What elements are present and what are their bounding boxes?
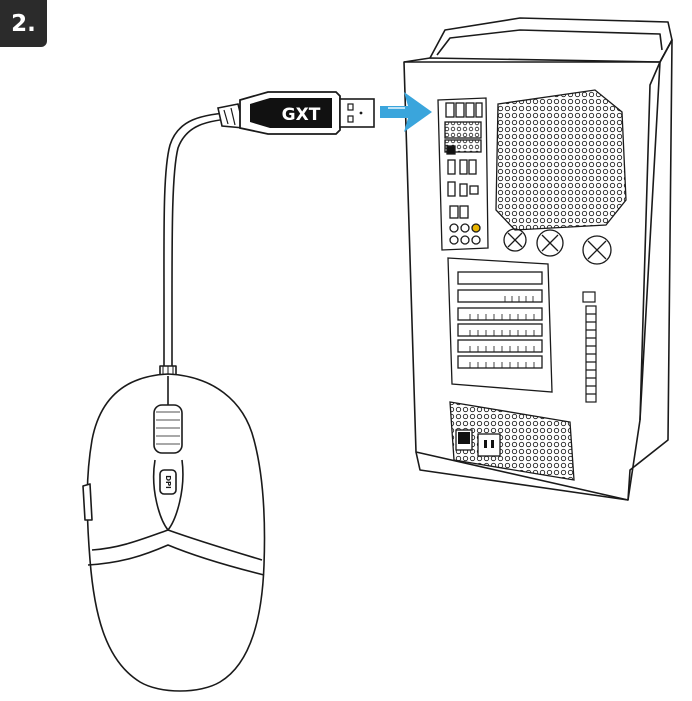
tower-back-panel <box>403 61 661 501</box>
expansion-slots <box>447 257 553 393</box>
io-shield <box>437 97 489 251</box>
side-vent-strip <box>582 291 597 403</box>
dpi-button <box>159 469 177 495</box>
tower-top-handle <box>429 17 673 63</box>
usb-brand-label: GXT <box>282 105 321 125</box>
arrow-right-icon <box>380 92 432 132</box>
step-number-badge: 2. <box>0 0 47 47</box>
power-supply <box>449 401 575 481</box>
round-vents <box>503 228 612 265</box>
usb-port <box>445 102 455 118</box>
fan-mesh <box>495 89 627 231</box>
dpi-button-label: DPI <box>164 475 172 489</box>
gaming-mouse <box>82 365 266 692</box>
tower-side-panel <box>627 39 673 501</box>
pc-tower <box>403 17 673 501</box>
usb-plug-icon <box>163 91 375 372</box>
